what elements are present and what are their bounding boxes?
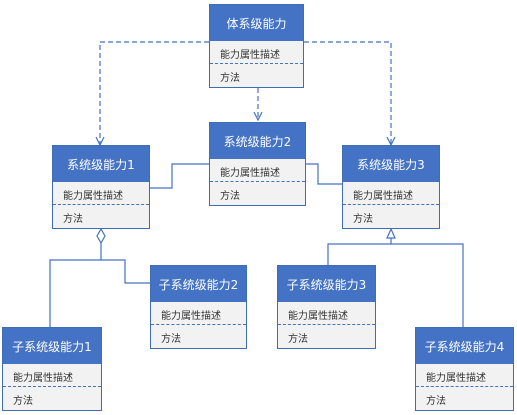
association-line-system-2-3 (306, 163, 342, 185)
class-method: 方法 (63, 214, 83, 225)
class-attribute: 能力属性描述 (416, 364, 513, 387)
aggregation-line-subsystem-1 (49, 243, 102, 327)
class-name: 子系统级能力3 (278, 266, 375, 302)
class-name: 子系统级能力1 (3, 328, 101, 364)
class-method: 方法 (288, 334, 308, 345)
class-attribute: 能力属性描述 (278, 302, 375, 325)
class-attribute: 能力属性描述 (210, 41, 303, 64)
aggregation-diamond (96, 227, 106, 245)
dependency-line-system-3 (304, 41, 391, 145)
class-box-subsystem-1[interactable]: 子系统级能力1 能力属性描述 方法 (2, 327, 102, 411)
class-attribute: 能力属性描述 (53, 182, 149, 205)
class-method: 方法 (353, 214, 373, 225)
class-attribute: 能力属性描述 (151, 302, 246, 325)
class-box-subsystem-2[interactable]: 子系统级能力2 能力属性描述 方法 (150, 265, 247, 349)
class-attribute: 能力属性描述 (3, 364, 101, 387)
class-method: 方法 (220, 73, 240, 84)
generalization-triangle (386, 227, 396, 239)
generalization-line-subsystem-3 (327, 238, 392, 265)
class-attribute: 能力属性描述 (210, 159, 305, 182)
class-box-system-of-systems[interactable]: 体系级能力 能力属性描述 方法 (209, 4, 304, 88)
class-box-system-1[interactable]: 系统级能力1 能力属性描述 方法 (52, 145, 150, 229)
class-box-system-2[interactable]: 系统级能力2 能力属性描述 方法 (209, 122, 306, 206)
class-box-system-3[interactable]: 系统级能力3 能力属性描述 方法 (342, 145, 440, 229)
class-name: 系统级能力1 (53, 146, 149, 182)
class-box-subsystem-4[interactable]: 子系统级能力4 能力属性描述 方法 (415, 327, 514, 411)
class-attribute: 能力属性描述 (343, 182, 439, 205)
class-name: 体系级能力 (210, 5, 303, 41)
class-name: 子系统级能力2 (151, 266, 246, 302)
class-method: 方法 (161, 334, 181, 345)
class-method: 方法 (13, 396, 33, 407)
class-name: 系统级能力3 (343, 146, 439, 182)
class-name: 子系统级能力4 (416, 328, 513, 364)
class-method: 方法 (220, 191, 240, 202)
class-name: 系统级能力2 (210, 123, 305, 159)
aggregation-line-subsystem-2 (101, 259, 150, 284)
class-method: 方法 (426, 396, 446, 407)
dependency-line-system-1 (100, 41, 209, 145)
association-line-system-1-2 (150, 163, 209, 189)
class-box-subsystem-3[interactable]: 子系统级能力3 能力属性描述 方法 (277, 265, 376, 349)
generalization-line-subsystem-4 (391, 243, 464, 327)
